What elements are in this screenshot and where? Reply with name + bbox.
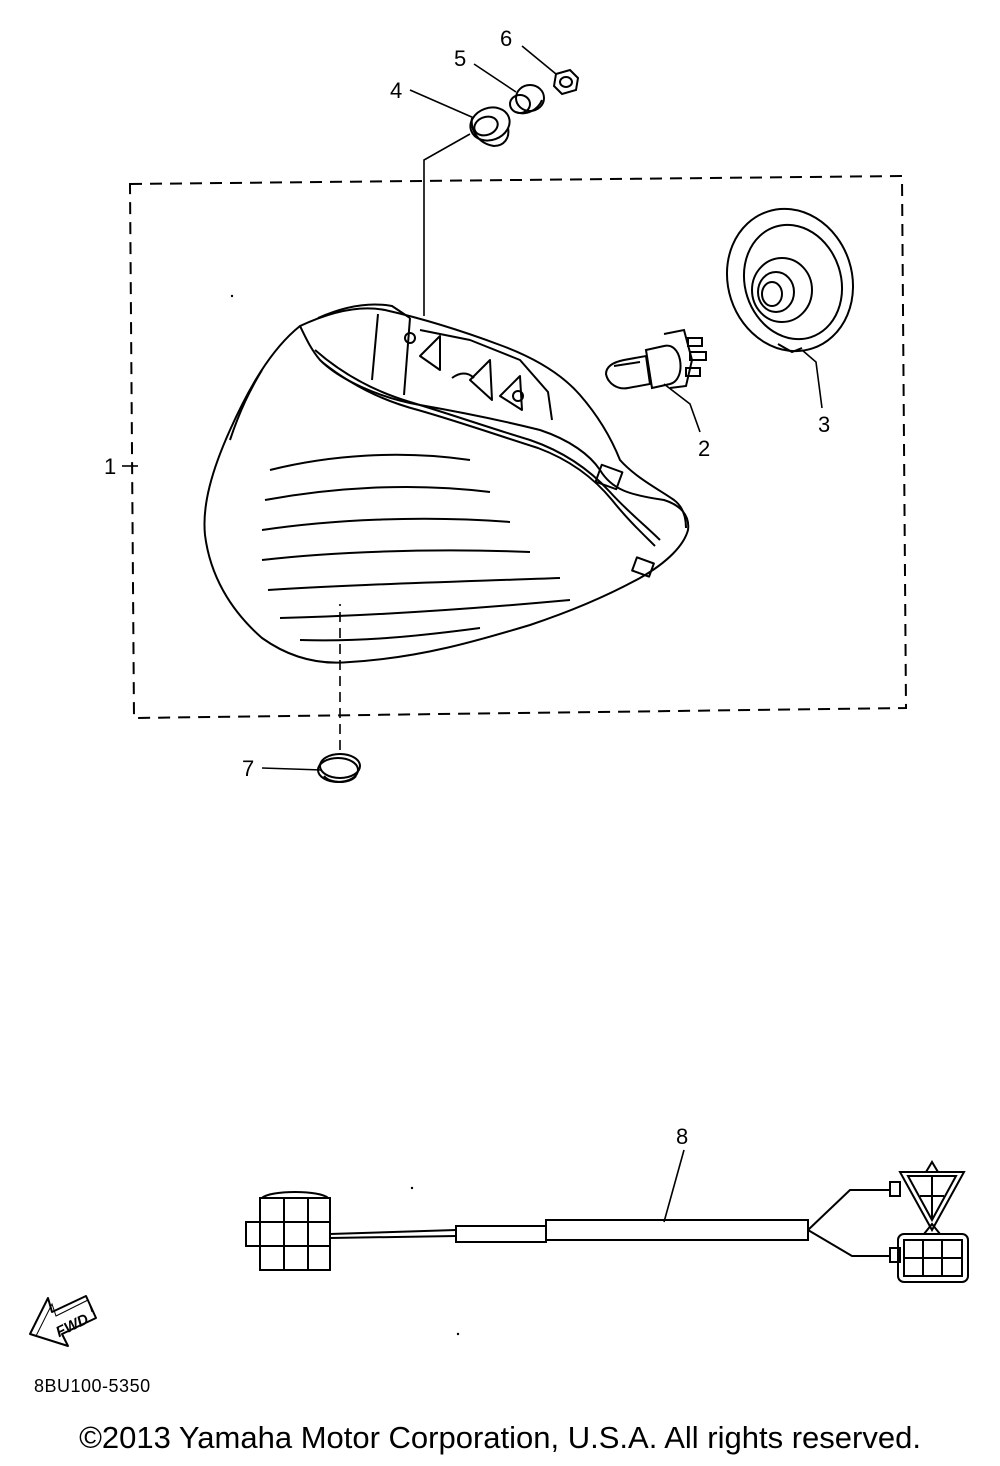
leader-7 [261,767,323,771]
nut [552,68,580,96]
grommet [469,106,511,148]
leader-2 [663,383,701,433]
headlight-housing [203,303,690,664]
socket-cover [725,207,855,354]
assembly-boundary [128,174,908,720]
callout-1: 1 [104,454,116,479]
leader-4-stem [423,133,471,316]
leader-4 [409,89,475,119]
diagram-code: 8BU100-5350 [34,1376,151,1396]
callout-4: 4 [390,78,402,103]
bulb [604,328,707,390]
leader-3 [801,349,823,409]
collar [509,84,545,115]
leader-5 [473,63,517,93]
forward-arrow-icon: FWD [29,1295,97,1347]
callout-5: 5 [454,46,466,71]
cap [317,753,361,783]
callout-7: 7 [242,756,254,781]
callout-6: 6 [500,26,512,51]
lead-wire [245,1160,969,1283]
callout-8: 8 [676,1124,688,1149]
forward-label: FWD [53,1311,91,1341]
leader-6 [521,45,557,75]
copyright-notice: ©2013 Yamaha Motor Corporation, U.S.A. A… [79,1420,921,1455]
leader-8 [663,1149,685,1223]
callout-3: 3 [818,412,830,437]
leader-lines [122,45,823,1223]
callout-2: 2 [698,436,710,461]
